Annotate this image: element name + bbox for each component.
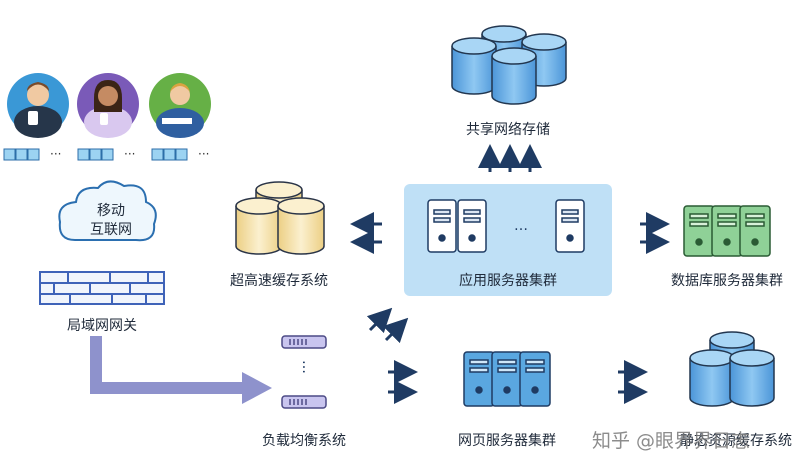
database-cluster-label: 数据库服务器集群	[671, 273, 783, 289]
watermark: 知乎 @眼界界日志	[592, 430, 751, 452]
server-icon	[427, 199, 585, 253]
arrow-icon	[478, 144, 542, 172]
cache-system-label: 超高速缓存系统	[230, 273, 328, 289]
server-icon	[463, 351, 551, 407]
arrow-icon	[350, 212, 382, 254]
app-server-cluster-label: 应用服务器集群	[459, 273, 557, 289]
user-avatar	[149, 73, 211, 138]
arrow-icon	[388, 360, 418, 404]
arrow-icon	[640, 212, 670, 254]
cloud-icon	[58, 180, 157, 242]
local-gateway-label: 局域网网关	[67, 318, 137, 334]
lan-arrow	[90, 336, 272, 404]
load-balancer-icon	[281, 335, 327, 409]
users-ellipsis-3: ···	[198, 147, 210, 161]
shared-storage-label: 共享网络存储	[466, 122, 550, 138]
static-cache-label: 静态资源缓存系统	[680, 433, 792, 449]
server-icon	[683, 205, 771, 257]
device-cubes-1	[3, 148, 40, 161]
device-cubes-3	[151, 148, 188, 161]
app-server-ellipsis: …	[514, 218, 528, 234]
arrow-icon	[618, 360, 648, 404]
load-balancer-label: 负载均衡系统	[262, 433, 346, 449]
users-ellipsis-1: ···	[50, 147, 62, 161]
users-ellipsis-2: ···	[124, 147, 136, 161]
web-server-cluster-label: 网页服务器集群	[458, 433, 556, 449]
user-avatar	[7, 73, 69, 138]
device-cubes-2	[77, 148, 114, 161]
mobile-internet-label: 移动 互联网	[90, 203, 132, 238]
arrow-icon	[366, 307, 409, 344]
firewall-icon	[39, 271, 165, 305]
database-cylinder-icon	[689, 331, 775, 407]
user-avatar	[77, 73, 139, 138]
database-cylinder-icon	[451, 25, 567, 105]
load-balancer-ellipsis: …	[299, 360, 315, 374]
cache-cylinder-icon	[235, 181, 325, 255]
